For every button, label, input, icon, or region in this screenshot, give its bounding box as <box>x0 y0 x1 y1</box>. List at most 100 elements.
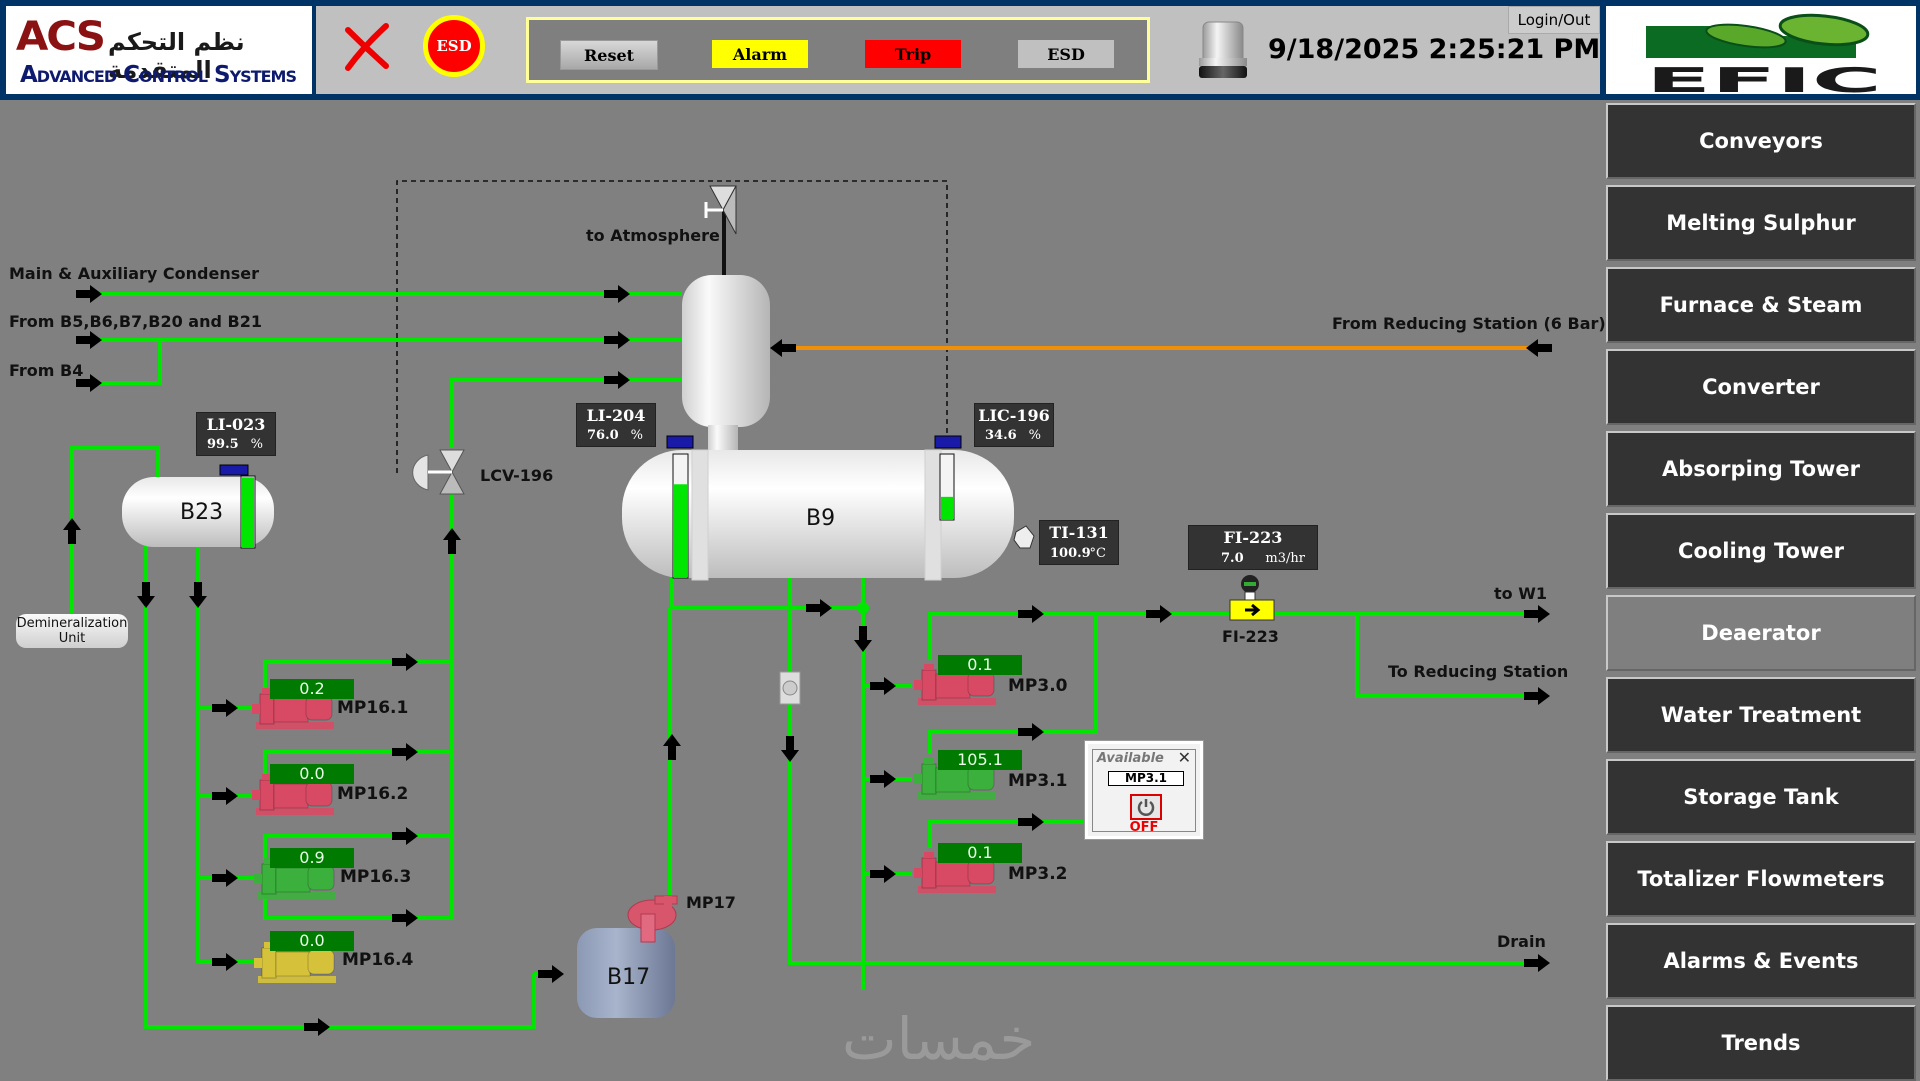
water-pipes <box>70 292 1540 1029</box>
label-to-w1: to W1 <box>1494 584 1547 603</box>
pump-mp17-label: MP17 <box>686 893 736 912</box>
vessel-flange <box>691 449 709 581</box>
tag-value: 100.9 <box>1050 546 1091 561</box>
power-state: OFF <box>1129 820 1159 835</box>
pipe-junction <box>857 602 869 614</box>
nav-button-water-treatment[interactable]: Water Treatment <box>1606 677 1916 753</box>
nav-button-conveyors[interactable]: Conveyors <box>1606 103 1916 179</box>
login-out-button[interactable]: Login/Out <box>1508 6 1600 34</box>
datetime-display: 9/18/2025 2:25:21 PM <box>1268 34 1601 65</box>
x-icon[interactable] <box>342 22 392 72</box>
sight-glass-icon <box>779 671 801 705</box>
tag-li-204[interactable]: LI-204 76.0 % <box>576 403 656 447</box>
nav-button-totalizer-flowmeters[interactable]: Totalizer Flowmeters <box>1606 841 1916 917</box>
level-gauge-li204 <box>666 435 694 579</box>
acs-logo-mark: ACS <box>15 14 106 60</box>
label-to-atmosphere: to Atmosphere <box>586 226 720 245</box>
demineralization-unit[interactable]: Demineralization Unit <box>16 614 128 648</box>
tag-li-023[interactable]: LI-023 99.5 % <box>196 412 276 456</box>
tag-name: LI-204 <box>586 406 646 425</box>
tag-unit: % <box>630 428 643 443</box>
level-transmitter-icon <box>219 464 249 476</box>
label-from-b5: From B5,B6,B7,B20 and B21 <box>9 312 262 331</box>
pump-mp3-1-value: 105.1 <box>938 750 1022 770</box>
label-from-reducing-station: From Reducing Station (6 Bar) <box>1332 314 1606 333</box>
tag-value: 34.6 <box>985 428 1017 443</box>
efic-logo-text: EFIC <box>1646 61 1882 94</box>
vessel-flange <box>924 449 942 581</box>
label-drain: Drain <box>1497 932 1546 951</box>
beacon-light-icon <box>1199 21 1247 78</box>
level-gauge-li023-fill <box>242 477 254 547</box>
tag-unit: °C <box>1089 546 1106 561</box>
label-fi-223: FI-223 <box>1222 627 1279 646</box>
pump-mp17-icon[interactable] <box>627 895 678 943</box>
esd-indicator: ESD <box>1018 40 1114 68</box>
pump-mp3-2-icon[interactable] <box>914 852 996 893</box>
efic-logo: EFIC <box>1606 6 1916 101</box>
tag-value: 99.5 <box>207 437 239 452</box>
pump-control-popup: Available ✕ MP3.1 OFF <box>1085 741 1203 839</box>
vessel-b23[interactable] <box>122 477 274 547</box>
tag-fi-223[interactable]: FI-223 7.0 m3/hr <box>1188 525 1318 570</box>
label-main-aux-condenser: Main & Auxiliary Condenser <box>9 264 260 283</box>
tag-name: LI-023 <box>206 415 266 434</box>
tag-ti-131[interactable]: TI-131 100.9 °C <box>1039 520 1119 565</box>
nav-button-storage-tank[interactable]: Storage Tank <box>1606 759 1916 835</box>
nav-button-deaerator[interactable]: Deaerator <box>1606 595 1916 671</box>
tag-unit: % <box>250 437 263 452</box>
pump-mp16-2-value: 0.0 <box>270 764 354 784</box>
tag-lic-196[interactable]: LIC-196 34.6 % <box>974 403 1054 447</box>
pump-mp16-1-icon[interactable] <box>252 688 334 729</box>
pump-mp3-2-label: MP3.2 <box>1008 864 1068 884</box>
pump-mp16-3-label: MP16.3 <box>340 867 412 887</box>
reset-button[interactable]: Reset <box>560 40 658 70</box>
vent-valve-icon[interactable] <box>704 185 737 235</box>
esd-button[interactable]: ESD <box>423 15 485 77</box>
process-diagram <box>63 180 1552 1036</box>
nav-button-melting-sulphur[interactable]: Melting Sulphur <box>1606 185 1916 261</box>
nav-button-alarms-events[interactable]: Alarms & Events <box>1606 923 1916 999</box>
temperature-sensor-icon <box>1013 525 1035 549</box>
nav-button-absorping-tower[interactable]: Absorping Tower <box>1606 431 1916 507</box>
watermark: خمسات <box>842 1005 1036 1073</box>
popup-pump-name: MP3.1 <box>1108 771 1184 786</box>
alarm-indicator: Alarm <box>712 40 808 68</box>
vessel-b23-label: B23 <box>180 500 224 525</box>
tank-b17-label: B17 <box>607 965 651 990</box>
pump-mp16-4-icon[interactable] <box>254 942 336 983</box>
level-gauge-lic196 <box>934 435 962 521</box>
pump-mp16-2-label: MP16.2 <box>337 784 409 804</box>
pump-mp3-0-value: 0.1 <box>938 655 1022 675</box>
popup-status: Available <box>1097 751 1164 766</box>
tag-value: 7.0 <box>1221 551 1244 566</box>
lcv-196-valve-icon[interactable] <box>412 449 465 495</box>
nav-button-trends[interactable]: Trends <box>1606 1005 1916 1081</box>
pump-mp16-4-label: MP16.4 <box>342 950 414 970</box>
pump-mp16-4-value: 0.0 <box>270 931 354 951</box>
pump-mp16-3-icon[interactable] <box>254 858 336 899</box>
pump-mp3-0-label: MP3.0 <box>1008 676 1068 696</box>
status-panel: Reset Alarm Trip ESD <box>526 17 1150 83</box>
nav-button-converter[interactable]: Converter <box>1606 349 1916 425</box>
trip-indicator: Trip <box>865 40 961 68</box>
tag-name: FI-223 <box>1223 528 1283 547</box>
acs-logo-name: Advanced Control Systems <box>20 62 297 88</box>
pump-mp16-3-value: 0.9 <box>270 848 354 868</box>
pump-mp16-2-icon[interactable] <box>252 774 334 815</box>
vessel-b9[interactable] <box>622 450 1014 578</box>
vessel-b9-label: B9 <box>806 506 836 531</box>
label-lcv-196: LCV-196 <box>480 466 554 485</box>
pump-mp16-1-value: 0.2 <box>270 679 354 699</box>
close-icon[interactable]: ✕ <box>1177 748 1191 767</box>
power-button[interactable] <box>1130 794 1162 820</box>
tag-value: 76.0 <box>587 428 619 443</box>
nav-button-cooling-tower[interactable]: Cooling Tower <box>1606 513 1916 589</box>
nav-button-furnace-steam[interactable]: Furnace & Steam <box>1606 267 1916 343</box>
flowmeter-fi223-icon[interactable] <box>1229 575 1275 621</box>
tag-name: LIC-196 <box>978 406 1050 425</box>
tank-b17[interactable] <box>577 928 675 1018</box>
pump-mp16-1-label: MP16.1 <box>337 698 409 718</box>
pump-mp3-1-label: MP3.1 <box>1008 771 1068 791</box>
